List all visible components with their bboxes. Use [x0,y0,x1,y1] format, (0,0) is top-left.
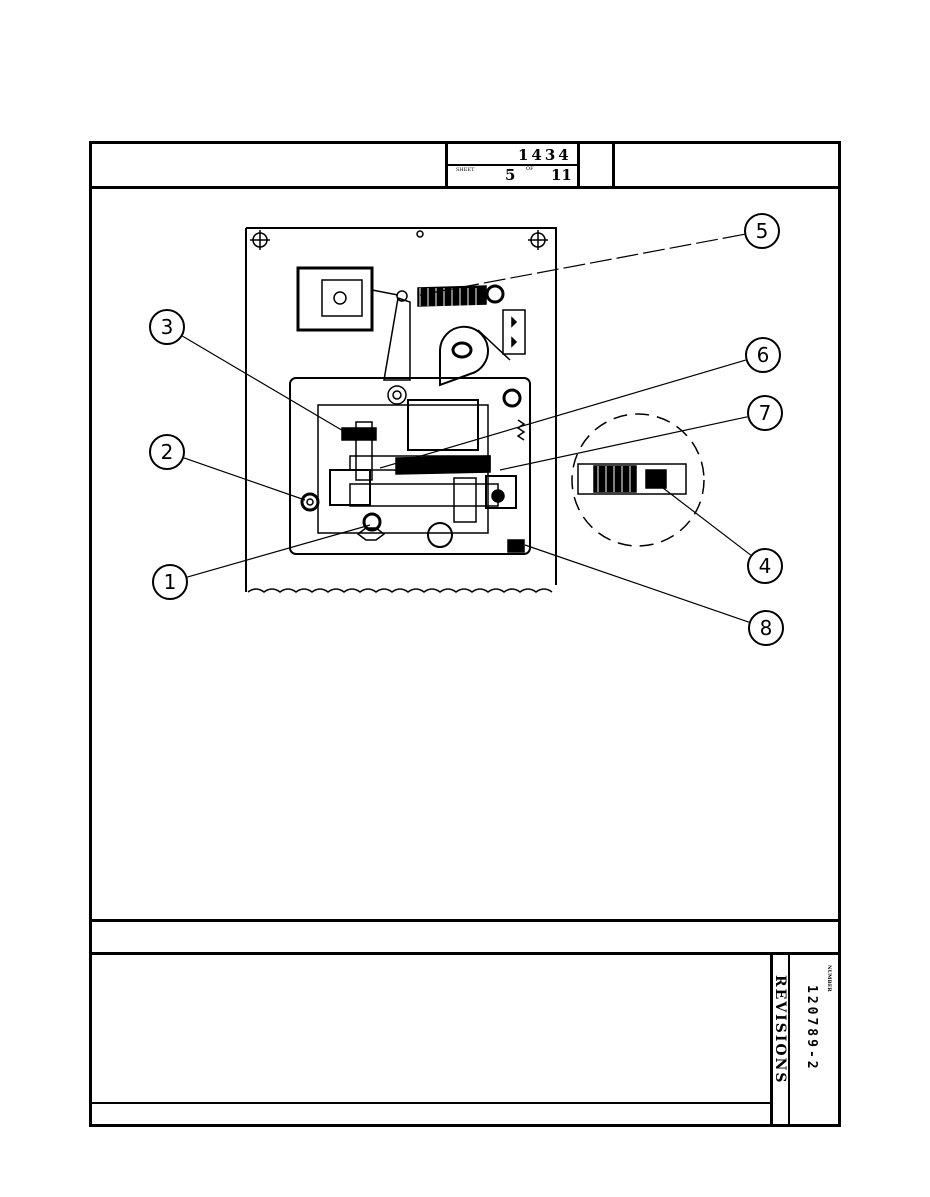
revisions-col-left [770,952,773,1126]
callout-4: 4 [747,548,783,584]
callout-3: 3 [149,309,185,345]
revision-number: 120789-2 [804,985,819,1072]
detail-view [571,413,705,547]
callout-number: 7 [759,401,772,425]
callout-leader-lines [182,233,752,623]
cam [439,325,511,387]
revisions-col-right [788,952,790,1126]
lower-divider-1 [89,919,841,922]
upper-spring [396,284,505,307]
callout-leader-3 [182,335,346,433]
mounting-plate [245,227,557,593]
adjusting-screw-assembly [300,419,526,553]
drawing-number: 1434 [518,146,572,164]
callout-number: 5 [756,219,769,243]
mounting-hole-icons [250,230,548,250]
header-divider [89,186,841,189]
callout-circle [745,337,781,373]
callout-leader-5 [419,233,745,296]
sheet-number: 5 [505,166,516,184]
revisions-label: REVISIONS [772,975,788,1085]
total-sheets: 11 [551,166,572,184]
callout-number: 1 [164,570,177,594]
callout-number: 6 [757,343,770,367]
side-bracket [502,309,526,355]
callout-leader-7 [499,416,748,471]
callout-number: 4 [759,554,772,578]
callout-2: 2 [149,434,185,470]
callout-7: 7 [747,395,783,431]
callout-circle [744,213,780,249]
callout-circle [149,309,185,345]
callout-leader-2 [183,457,306,501]
callout-8: 8 [748,610,784,646]
lever-arm [383,297,411,405]
block-right [612,141,615,188]
callout-leader-1 [187,524,371,578]
sheet-label: SHEET [456,167,475,173]
of-label: OF [526,166,534,172]
callout-circle [747,395,783,431]
callout-5: 5 [744,213,780,249]
frame-top [89,141,841,144]
callout-circle [747,548,783,584]
switch-block [296,266,399,332]
callout-number: 2 [161,440,174,464]
revision-bottom-line [89,1102,773,1104]
callout-circle [152,564,188,600]
callout-leader-8 [524,544,750,623]
callout-number: 3 [161,315,174,339]
block-split [445,164,579,166]
frame-left [89,141,92,1127]
frame-bottom [89,1124,841,1127]
number-label: NUMBER [826,965,832,992]
callout-1: 1 [152,564,188,600]
callout-leader-4 [649,477,752,556]
lower-divider-2 [89,952,841,955]
callout-circle [748,610,784,646]
frame-right [838,141,841,1127]
callout-6: 6 [745,337,781,373]
callout-circle [149,434,185,470]
callout-number: 8 [760,616,773,640]
callout-leader-6 [379,359,746,469]
